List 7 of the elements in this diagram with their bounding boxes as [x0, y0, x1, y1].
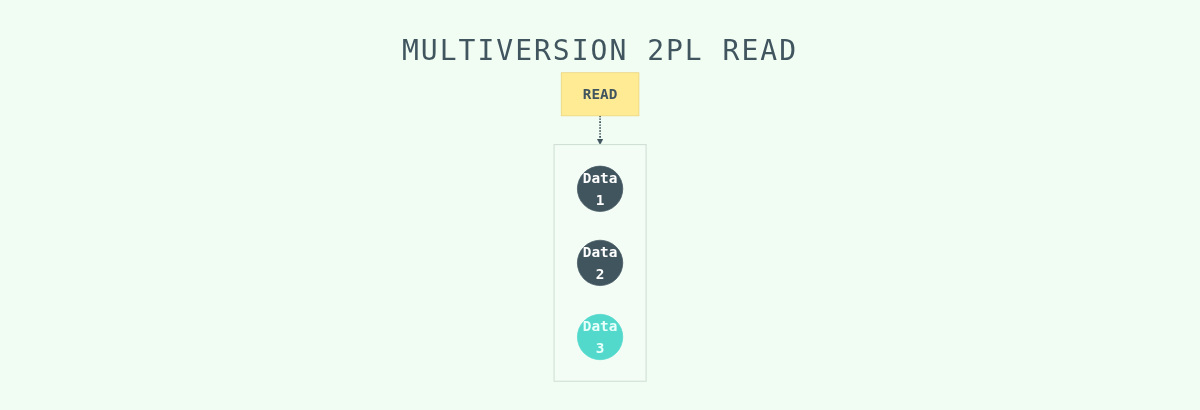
node-circle: Data 2	[576, 239, 624, 286]
node-circle: Data 3	[576, 313, 624, 361]
node-circle: Data 1	[576, 165, 624, 212]
arrow	[596, 114, 604, 145]
node-box: READ	[560, 72, 640, 117]
diagram-title: MULTIVERSION 2PL READ	[401, 33, 799, 67]
cluster	[553, 144, 647, 382]
